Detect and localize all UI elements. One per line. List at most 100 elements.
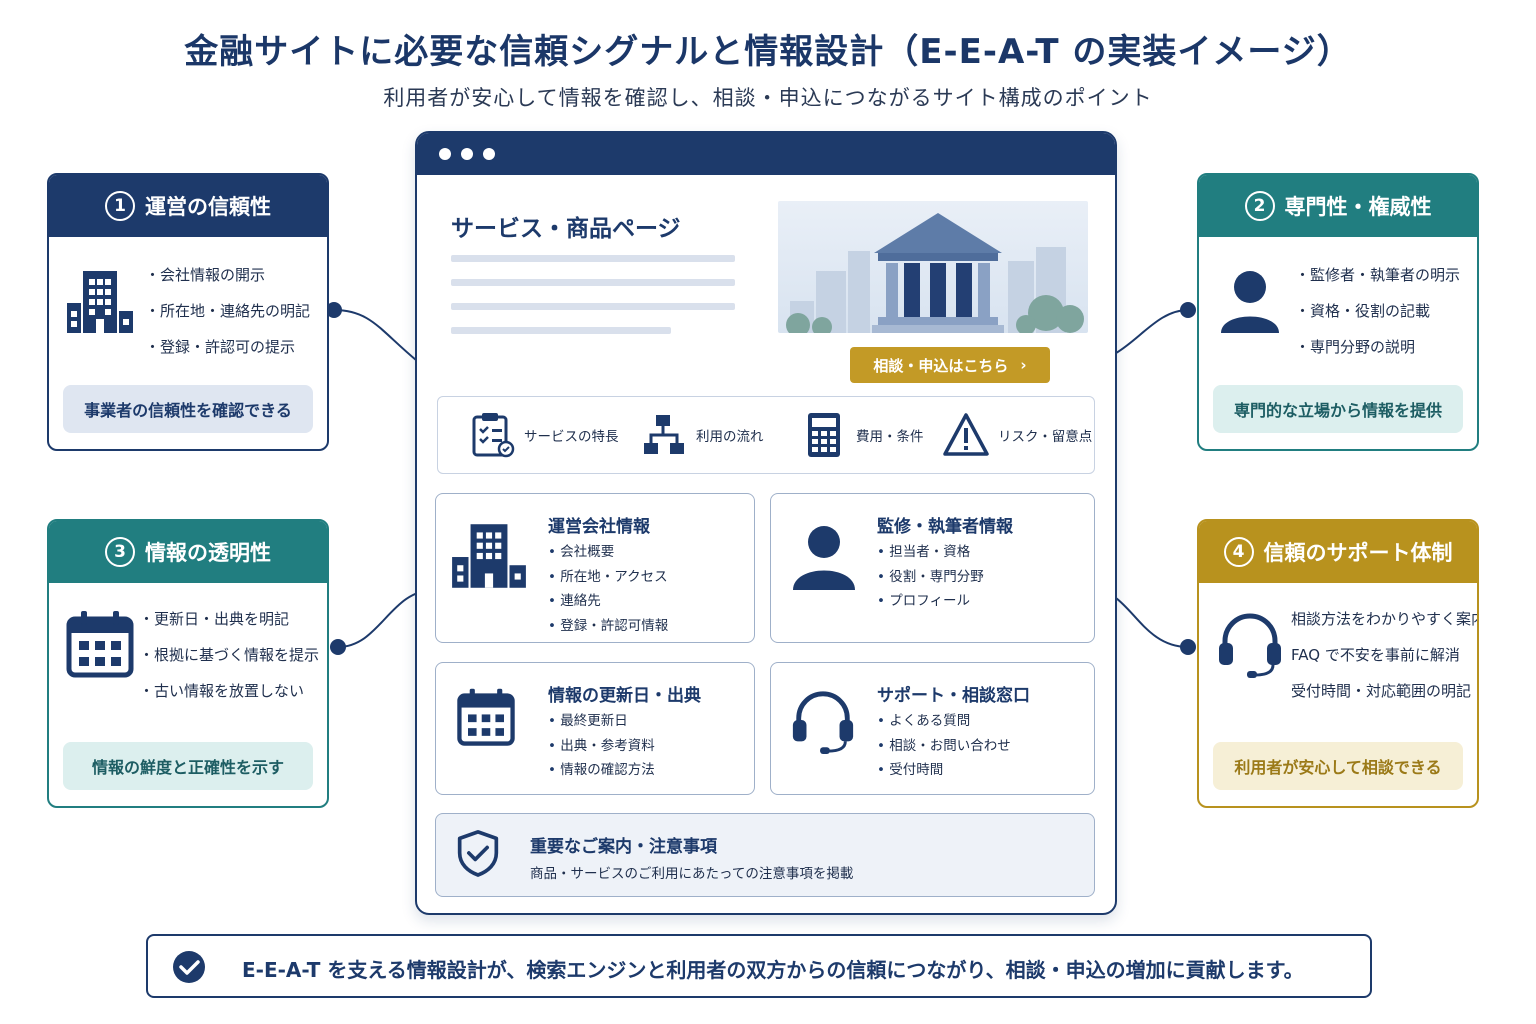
summary-banner: E-E-A-T を支える情報設計が、検索エンジンと利用者の双方からの信頼につなが… — [146, 934, 1372, 998]
consult-apply-button[interactable]: 相談・申込はこちら › — [850, 347, 1050, 383]
list-item: 古い情報を放置しない — [139, 673, 319, 709]
update-source-box: 情報の更新日・出典 最終更新日 出典・参考資料 情報の確認方法 — [435, 662, 755, 795]
chevron-right-icon: › — [1020, 356, 1027, 374]
card-header: 2 専門性・権威性 — [1199, 175, 1477, 237]
feature-item[interactable]: 費用・条件 — [800, 411, 924, 459]
flow-icon — [644, 415, 684, 454]
box-items: 担当者・資格 役割・専門分野 プロフィール — [877, 540, 984, 614]
warning-icon — [943, 413, 989, 456]
list-item: 受付時間 — [877, 758, 1011, 783]
box-title: 運営会社情報 — [548, 517, 650, 537]
company-info-box: 運営会社情報 会社概要 所在地・アクセス 連絡先 登録・許認可情報 — [435, 493, 755, 643]
box-title: 情報の更新日・出典 — [548, 686, 701, 706]
list-item: 情報の確認方法 — [548, 758, 655, 783]
card-expertise-authority: 2 専門性・権威性 監修者・執筆者の明示 資格・役割の記載 専門分野の説明 専門… — [1197, 173, 1479, 451]
headset-icon — [1219, 613, 1281, 678]
service-page-title: サービス・商品ページ — [451, 216, 681, 242]
list-item: 相談・お問い合わせ — [877, 734, 1011, 759]
support-contact-box: サポート・相談窓口 よくある質問 相談・お問い合わせ 受付時間 — [770, 662, 1095, 795]
feature-label: 費用・条件 — [856, 429, 924, 445]
summary-text: E-E-A-T を支える情報設計が、検索エンジンと利用者の双方からの信頼につなが… — [242, 958, 1304, 982]
calculator-icon — [808, 413, 840, 457]
feature-label: サービスの特長 — [524, 429, 619, 445]
list-item: 相談方法をわかりやすく案内 — [1291, 610, 1479, 628]
list-item: 根拠に基づく情報を提示 — [139, 637, 319, 673]
person-icon — [793, 526, 855, 590]
supervisor-info-box: 監修・執筆者情報 担当者・資格 役割・専門分野 プロフィール — [770, 493, 1095, 643]
feature-item[interactable]: 利用の流れ — [640, 411, 764, 459]
hero-image — [778, 201, 1088, 333]
card-title: 専門性・権威性 — [1284, 195, 1432, 219]
list-item: 受付時間・対応範囲の明記 — [1291, 682, 1472, 700]
card-items: 更新日・出典を明記 根拠に基づく情報を提示 古い情報を放置しない — [139, 601, 319, 709]
card-operation-trust: 1 運営の信頼性 会社情報の開示 所在地・連絡先の明記 登録・許認可の提示 事業… — [47, 173, 329, 451]
card-title: 信頼のサポート体制 — [1263, 541, 1453, 565]
page-subtitle: 利用者が安心して情報を確認し、相談・申込につながるサイト構成のポイント — [383, 86, 1153, 110]
window-dot-icon — [461, 148, 473, 160]
feature-item[interactable]: リスク・留意点 — [942, 411, 1092, 459]
card-footer: 情報の鮮度と正確性を示す — [63, 742, 313, 790]
card-title: 運営の信頼性 — [145, 195, 271, 219]
card-number: 3 — [105, 537, 135, 567]
feature-label: リスク・留意点 — [998, 429, 1093, 445]
important-notice-box: 重要なご案内・注意事項 商品・サービスのご利用にあたっての注意事項を掲載 — [435, 813, 1095, 897]
text-placeholder-line — [451, 327, 671, 334]
list-item: 登録・許認可の提示 — [145, 329, 310, 365]
card-footer: 専門的な立場から情報を提供 — [1213, 385, 1463, 433]
list-item: 監修者・執筆者の明示 — [1295, 257, 1460, 293]
clipboard-icon — [472, 413, 515, 458]
shield-check-icon — [457, 830, 499, 877]
box-items: 会社概要 所在地・アクセス 連絡先 登録・許認可情報 — [548, 540, 668, 638]
card-items: 監修者・執筆者の明示 資格・役割の記載 専門分野の説明 — [1295, 257, 1460, 365]
card-number: 1 — [105, 191, 135, 221]
headset-icon — [792, 691, 854, 755]
browser-mockup: サービス・商品ページ 相談・申込はこちら — [415, 131, 1117, 915]
browser-title-bar — [417, 133, 1115, 175]
text-placeholder-line — [451, 303, 735, 310]
box-items: よくある質問 相談・お問い合わせ 受付時間 — [877, 709, 1011, 783]
window-dot-icon — [439, 148, 451, 160]
building-icon — [67, 271, 133, 333]
notice-description: 商品・サービスのご利用にあたっての注意事項を掲載 — [530, 866, 854, 882]
card-items: 会社情報の開示 所在地・連絡先の明記 登録・許認可の提示 — [145, 257, 310, 365]
card-footer: 利用者が安心して相談できる — [1213, 742, 1463, 790]
feature-label: 利用の流れ — [696, 429, 764, 445]
page-title: 金融サイトに必要な信頼シグナルと情報設計（E-E-A-T の実装イメージ） — [184, 32, 1352, 72]
list-item: 所在地・連絡先の明記 — [145, 293, 310, 329]
list-item: 専門分野の説明 — [1295, 329, 1460, 365]
list-item: 最終更新日 — [548, 709, 655, 734]
card-items: 相談方法をわかりやすく案内 FAQ で不安を事前に解消 受付時間・対応範囲の明記 — [1291, 601, 1479, 709]
box-items: 最終更新日 出典・参考資料 情報の確認方法 — [548, 709, 655, 783]
card-support: 4 信頼のサポート体制 相談方法をわかりやすく案内 FAQ で不安を事前に解消 … — [1197, 519, 1479, 808]
card-header: 4 信頼のサポート体制 — [1199, 521, 1477, 583]
check-circle-icon — [173, 951, 205, 983]
list-item: よくある質問 — [877, 709, 1011, 734]
list-item: 会社概要 — [548, 540, 668, 565]
feature-item[interactable]: サービスの特長 — [468, 411, 619, 459]
window-dot-icon — [483, 148, 495, 160]
list-item: 登録・許認可情報 — [548, 614, 668, 639]
box-title: 監修・執筆者情報 — [877, 517, 1013, 537]
card-title: 情報の透明性 — [145, 541, 271, 565]
text-placeholder-line — [451, 279, 735, 286]
person-icon — [1221, 271, 1279, 333]
card-header: 3 情報の透明性 — [49, 521, 327, 583]
list-item: 更新日・出典を明記 — [139, 601, 319, 637]
list-item: 連絡先 — [548, 589, 668, 614]
list-item: 所在地・アクセス — [548, 565, 668, 590]
card-footer: 事業者の信頼性を確認できる — [63, 385, 313, 433]
calendar-icon — [457, 688, 515, 746]
box-title: サポート・相談窓口 — [877, 686, 1030, 706]
list-item: 会社情報の開示 — [145, 257, 310, 293]
card-number: 4 — [1223, 537, 1254, 567]
building-icon — [452, 524, 526, 588]
notice-title: 重要なご案内・注意事項 — [530, 837, 717, 857]
list-item: 出典・参考資料 — [548, 734, 655, 759]
text-placeholder-line — [451, 255, 735, 262]
feature-row: サービスの特長 利用の流れ 費用・条件 — [437, 396, 1095, 474]
card-transparency: 3 情報の透明性 更新日・出典を明記 根拠に基づく情報を提示 古い情報を放置しな… — [47, 519, 329, 808]
card-header: 1 運営の信頼性 — [49, 175, 327, 237]
cta-label: 相談・申込はこちら — [873, 356, 1009, 375]
list-item: FAQ で不安を事前に解消 — [1291, 646, 1460, 664]
card-number: 2 — [1244, 191, 1275, 221]
